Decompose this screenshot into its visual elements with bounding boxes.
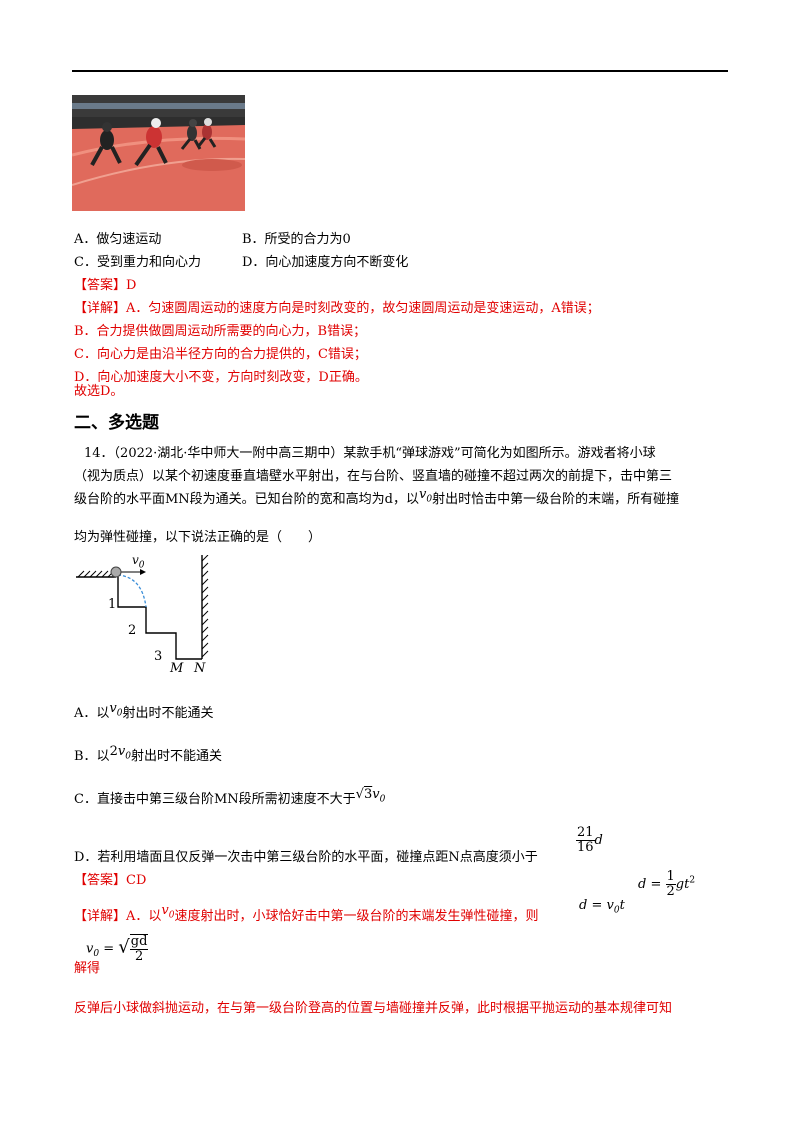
q14-stem-line4: 均为弹性碰撞，以下说法正确的是（ ） — [74, 530, 322, 545]
option-c: C．受到重力和向心力 — [74, 255, 201, 270]
fig-step-1: 1 — [108, 597, 117, 612]
detail-13-c: C．向心力是由沿半径方向的合力提供的，C错误； — [74, 347, 367, 362]
q14-option-d: D．若利用墙面且仅反弹一次击中第三级台阶的水平面，碰撞点距N点高度须小于 — [74, 850, 538, 865]
q14-stem-line2: （视为质点）以某个初速度垂直墙壁水平射出，在与台阶、竖直墙的碰撞不超过两次的前提… — [74, 469, 673, 484]
detail-13-b: B．合力提供做圆周运动所需要的向心力，B错误； — [74, 324, 367, 339]
detail-13-d: D．向心加速度大小不变，方向时刻改变，D正确。 — [74, 370, 368, 385]
q14-option-c: C．直接击中第三级台阶MN段所需初速度不大于√3v0 — [74, 787, 386, 807]
q14-stem-line3: 级台阶的水平面MN段为通关。已知台阶的宽和高均为d，以v0射出时恰击中第一级台阶… — [74, 487, 680, 507]
q14-option-b: B．以2v0射出时不能通关 — [74, 744, 222, 764]
option-d: D．向心加速度方向不断变化 — [242, 255, 409, 270]
solve-label: 解得 — [74, 961, 101, 976]
detail-13-conclusion: 故选D。 — [74, 384, 124, 399]
fig-label-m: M — [170, 661, 184, 676]
detail-14-a: 【详解】A．以v0速度射出时，小球恰好击中第一级台阶的末端发生弹性碰撞，则 — [74, 903, 539, 924]
fig-step-3: 3 — [154, 649, 163, 664]
fig-v0-label: v0 — [132, 553, 145, 571]
q14-stem-line1: 14．（2022·湖北·华中师大一附中高三期中）某款手机“弹球游戏”可简化为如图… — [84, 446, 656, 461]
section-title: 二、多选题 — [74, 413, 159, 433]
answer-14: 【答案】CD — [74, 873, 147, 888]
q14-option-a: A．以v0射出时不能通关 — [74, 701, 214, 721]
staircase-figure: v0 1 2 3 M N — [74, 553, 234, 680]
v0-symbol: v0 — [419, 487, 433, 505]
header-rule — [72, 70, 728, 72]
option-a: A．做匀速运动 — [74, 232, 162, 247]
fig-step-2: 2 — [128, 623, 137, 638]
option-b: B．所受的合力为0 — [242, 232, 351, 247]
answer-13: 【答案】D — [74, 278, 137, 293]
detail-13-a: 【详解】A．匀速圆周运动的速度方向是时刻改变的，故匀速圆周运动是变速运动，A错误… — [74, 301, 600, 316]
fig-label-n: N — [194, 661, 206, 676]
skating-photo — [72, 95, 245, 211]
detail-14-last-line: 反弹后小球做斜抛运动，在与第一级台阶登高的位置与墙碰撞并反弹，此时根据平抛运动的… — [74, 1001, 673, 1016]
equation-d-v0t: d = v0t — [579, 898, 625, 916]
